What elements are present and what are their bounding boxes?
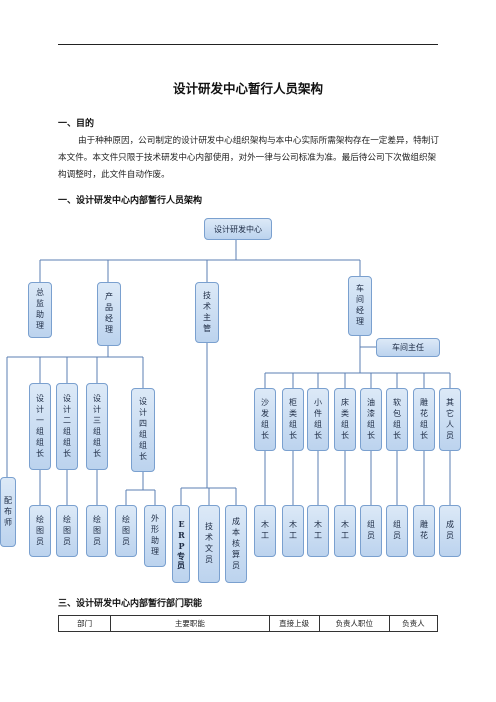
- org-carving-group-lead: 雕花组长: [413, 388, 435, 451]
- org-workshop-manager: 车间经理: [348, 276, 372, 336]
- org-design-group-4-lead: 设计四组组长: [131, 388, 155, 472]
- org-design-group-2-lead: 设计二组组长: [56, 383, 78, 470]
- org-product-manager: 产品经理: [97, 282, 121, 346]
- org-carpenter: 木工: [254, 505, 276, 557]
- org-cost-accountant: 成本核算员: [225, 505, 247, 583]
- org-carpenter: 木工: [307, 505, 329, 557]
- org-drafter: 绘图员: [56, 505, 78, 557]
- org-other-staff: 其它人员: [439, 388, 461, 451]
- org-fabric-matcher: 配布师: [0, 477, 16, 547]
- org-technical-clerk: 技术文员: [198, 505, 220, 583]
- org-small-items-group-lead: 小件组长: [307, 388, 329, 451]
- org-erp-specialist: ERP专员: [172, 505, 190, 583]
- table-header-cell: 直接上级: [268, 615, 320, 632]
- section-3-heading: 三、设计研发中心内部暂行部门职能: [58, 599, 203, 609]
- org-tech-supervisor: 技术主管: [195, 282, 219, 343]
- section-1-heading: 一、目的: [58, 119, 95, 129]
- purpose-paragraph: 由于种种原因，公司制定的设计研发中心组织架构与本中心实际所需架构存在一定差异，特…: [58, 136, 439, 180]
- org-upholstery-group-lead: 软包组长: [386, 388, 408, 451]
- org-member: 成员: [439, 505, 461, 557]
- org-drafter: 绘图员: [29, 505, 51, 557]
- org-drafter: 绘图员: [115, 505, 137, 557]
- org-root-rd-center: 设计研发中心: [204, 218, 272, 240]
- org-bed-group-lead: 床类组长: [334, 388, 356, 451]
- org-drafter: 绘图员: [86, 505, 108, 557]
- document-title: 设计研发中心暂行人员架构: [172, 81, 323, 96]
- table-header-cell: 负责人职位: [318, 615, 390, 632]
- org-paint-group-lead: 油漆组长: [360, 388, 382, 451]
- org-sofa-group-lead: 沙发组长: [254, 388, 276, 451]
- org-team-member: 组员: [360, 505, 382, 557]
- table-header-row: 部门 主要职能 直接上级 负责人职位 负责人: [57, 615, 439, 632]
- org-carpenter: 木工: [334, 505, 356, 557]
- org-design-group-1-lead: 设计一组组长: [29, 383, 51, 470]
- org-appearance-assistant: 外形助理: [144, 505, 166, 567]
- table-header-cell: 负责人: [388, 615, 439, 632]
- department-function-table: 部门 主要职能 直接上级 负责人职位 负责人: [57, 615, 439, 632]
- header-rule: [58, 44, 438, 45]
- table-header-cell: 部门: [57, 615, 112, 632]
- org-team-member: 组员: [386, 505, 408, 557]
- org-chart-connectors: [6, 240, 451, 505]
- org-workshop-director: 车间主任: [376, 338, 440, 357]
- org-carver: 雕花: [413, 505, 435, 557]
- section-2-heading: 一、设计研发中心内部暂行人员架构: [58, 196, 203, 206]
- table-header-cell: 主要职能: [110, 615, 270, 632]
- org-cabinet-group-lead: 柜类组长: [282, 388, 304, 451]
- org-carpenter: 木工: [282, 505, 304, 557]
- org-director-assistant: 总监助理: [28, 282, 52, 338]
- org-design-group-3-lead: 设计三组组长: [86, 383, 108, 470]
